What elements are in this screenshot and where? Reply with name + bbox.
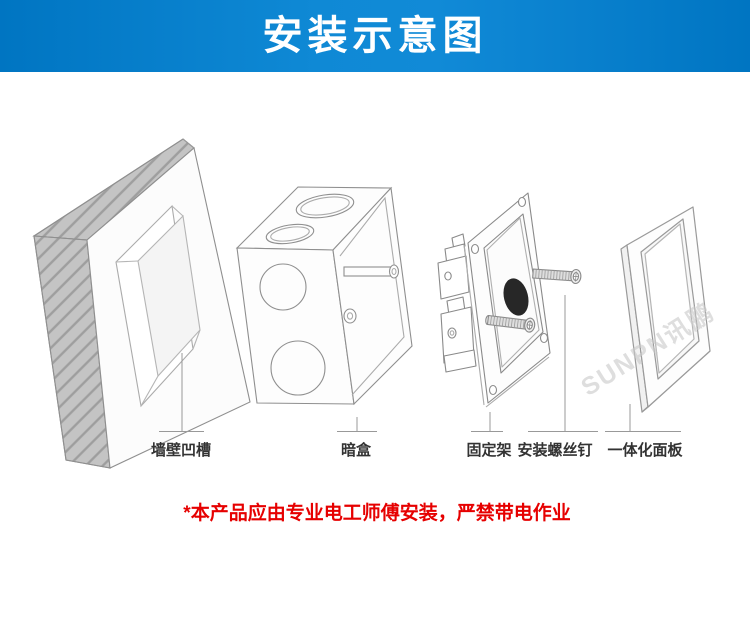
- bracket-sensor: [503, 278, 529, 316]
- part-label-box: 暗盒: [340, 442, 372, 459]
- part-label-screws: 安装螺丝钉: [517, 442, 593, 459]
- leader-bracket: [471, 412, 503, 432]
- panel-illustration: [620, 206, 711, 413]
- mounting-screw-top: [532, 268, 582, 285]
- box-front-hole-bottom: [270, 340, 326, 396]
- leader-wall: [159, 353, 204, 432]
- junction-box-illustration: [235, 186, 413, 406]
- bracket-terminal-blocks: [437, 233, 477, 373]
- box-front-hole-top: [259, 263, 307, 311]
- part-label-wall: 墙壁凹槽: [150, 442, 212, 459]
- bracket-illustration: [437, 192, 582, 408]
- mounting-screw-bottom: [485, 314, 536, 333]
- leader-screws: [528, 295, 598, 432]
- box-top-holes: [265, 193, 355, 245]
- part-label-bracket: 固定架: [466, 442, 512, 459]
- page-title: 安装示意图: [262, 14, 488, 58]
- bracket-corner-holes: [470, 196, 549, 396]
- box-screw-post: [343, 264, 400, 324]
- leader-box: [337, 417, 377, 432]
- safety-warning: *本产品应由专业电工师傅安装，严禁带电作业: [183, 503, 571, 524]
- header-banner: 安装示意图: [0, 0, 750, 72]
- wall-illustration: [32, 138, 251, 469]
- part-label-panel: 一体化面板: [607, 442, 683, 459]
- leader-panel: [605, 404, 681, 432]
